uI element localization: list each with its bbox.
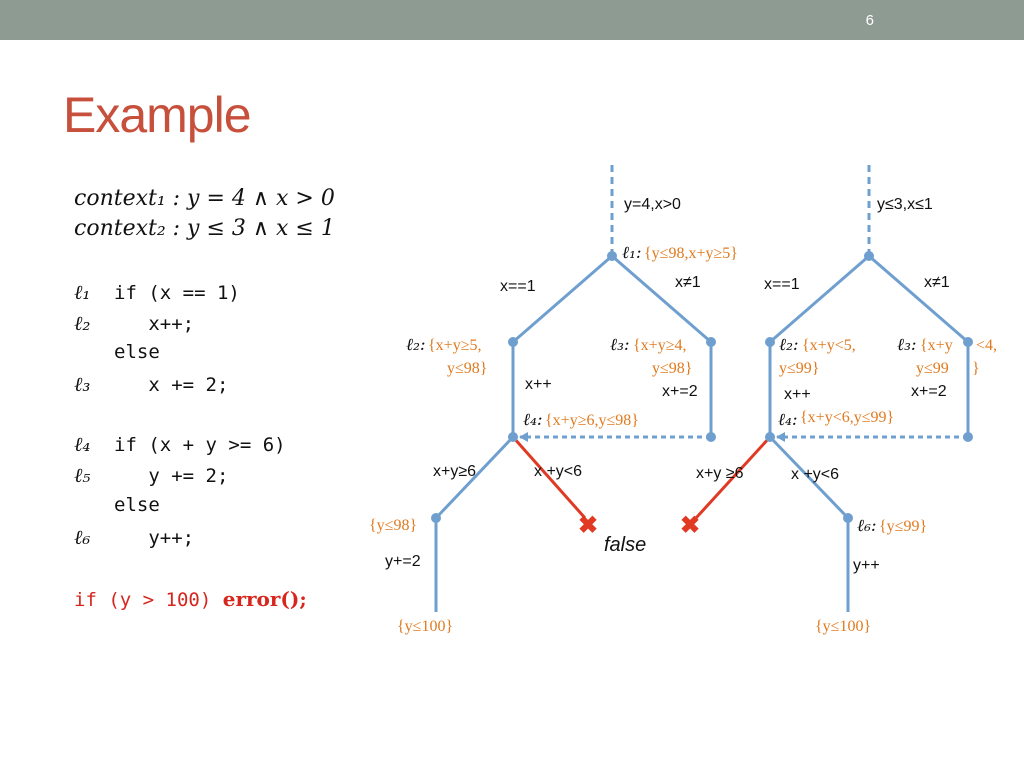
node-l3-end-right bbox=[963, 432, 973, 442]
code-line: ℓ₅ y += 2; bbox=[74, 463, 228, 489]
error-call: error(); bbox=[222, 587, 307, 611]
l2-constraint-left-1: {x+y≥5, bbox=[428, 337, 481, 354]
l4-constraint-left: {x+y≥6,y≤98} bbox=[545, 412, 639, 429]
l3-constraint-left-2: y≤98} bbox=[652, 360, 692, 377]
entry-label-right: y≤3,x≤1 bbox=[877, 196, 933, 213]
node-ge-left bbox=[431, 513, 441, 523]
l3-constraint-right-tail: <4, bbox=[976, 337, 997, 354]
l2-name-right: ℓ₂: bbox=[779, 335, 799, 355]
node-l3-left bbox=[706, 337, 716, 347]
edge-eq-right: x==1 bbox=[764, 276, 800, 293]
inc-label-right: x++ bbox=[784, 386, 811, 403]
l3-constraint-right-2: y≤99 bbox=[916, 360, 949, 377]
line-label: ℓ₁ bbox=[74, 280, 91, 304]
node-l2-left bbox=[508, 337, 518, 347]
branch-lt-right: x +y<6 bbox=[791, 466, 839, 483]
line-label: ℓ₆ bbox=[74, 525, 91, 549]
code-text: x++; bbox=[114, 313, 195, 335]
node-l4-right bbox=[765, 432, 775, 442]
code-line: ℓ₂ x++; bbox=[74, 311, 194, 337]
edge-l1-l2-right bbox=[769, 254, 870, 344]
node-l4-left bbox=[508, 432, 518, 442]
branch-lt-left: x +y<6 bbox=[534, 463, 582, 480]
l4-name-left: ℓ₄: bbox=[523, 410, 543, 430]
edge-eq-left: x==1 bbox=[500, 278, 536, 295]
code-text: else bbox=[114, 341, 160, 363]
false-label: false bbox=[604, 534, 646, 556]
l3-constraint-right-close: } bbox=[972, 360, 980, 377]
edge-l4-lt-right bbox=[768, 435, 850, 520]
code-text: y += 2; bbox=[114, 465, 229, 487]
code-text: if (x + y >= 6) bbox=[114, 434, 286, 456]
l3-constraint-right-1: {x+y bbox=[920, 337, 953, 354]
l1-name: ℓ₁: bbox=[622, 243, 642, 263]
l2-name-left: ℓ₂: bbox=[406, 335, 426, 355]
l2-constraint-left-2: y≤98} bbox=[447, 360, 487, 377]
code-text: else bbox=[114, 494, 160, 516]
final-constraint-right: {y≤100} bbox=[815, 618, 871, 635]
l6-name-right: ℓ₆: bbox=[857, 516, 877, 536]
code-line: ℓ₄ if (x + y >= 6) bbox=[74, 432, 286, 458]
slide-title: Example bbox=[63, 87, 252, 143]
node-constraint-left: {y≤98} bbox=[369, 517, 417, 534]
code-line: ℓ₆ y++; bbox=[74, 525, 194, 551]
branch-ge-left: x+y≥6 bbox=[433, 463, 476, 480]
code-line: ℓ₃ x += 2; bbox=[74, 372, 228, 398]
final-constraint-left: {y≤100} bbox=[397, 618, 453, 635]
context-2: context₂ : y ≤ 3 ∧ x ≤ 1 bbox=[74, 216, 335, 241]
line-label: ℓ₄ bbox=[74, 432, 91, 456]
update-label-right: y++ bbox=[853, 557, 880, 574]
infeasible-x-icon: ✖ bbox=[680, 512, 700, 539]
node-l6-right bbox=[843, 513, 853, 523]
node-l2-right bbox=[765, 337, 775, 347]
l3-constraint-left-1: {x+y≥4, bbox=[633, 337, 686, 354]
top-bar: 6 bbox=[0, 0, 1024, 40]
l6-constraint-right: {y≤99} bbox=[879, 518, 927, 535]
page-number: 6 bbox=[865, 12, 874, 29]
l4-constraint-right: {x+y<6,y≤99} bbox=[800, 409, 894, 426]
l4-name-right: ℓ₄: bbox=[778, 410, 798, 430]
code-line: else bbox=[74, 494, 160, 520]
infeasible-x-icon: ✖ bbox=[578, 512, 598, 539]
l3-name-right: ℓ₃: bbox=[897, 335, 917, 355]
code-text: if (x == 1) bbox=[114, 282, 240, 304]
line-label: ℓ₂ bbox=[74, 311, 91, 335]
node-l1-right bbox=[864, 251, 874, 261]
update-label-left: y+=2 bbox=[385, 553, 421, 570]
inc-label-left: x++ bbox=[525, 376, 552, 393]
l2-constraint-right-1: {x+y<5, bbox=[802, 337, 856, 354]
node-l1-left bbox=[607, 251, 617, 261]
edge-l4-ge-left bbox=[434, 435, 515, 520]
edge-l4-lt-left bbox=[511, 436, 587, 519]
code-line: else bbox=[74, 341, 160, 367]
add2-label-right: x+=2 bbox=[911, 383, 947, 400]
l2-constraint-right-2: y≤99} bbox=[779, 360, 819, 377]
l3-name-left: ℓ₃: bbox=[610, 335, 630, 355]
edge-l4-ge-right bbox=[694, 435, 772, 520]
error-condition: if (y > 100) bbox=[74, 589, 223, 611]
code-text: y++; bbox=[114, 527, 195, 549]
error-line: if (y > 100) error(); bbox=[74, 587, 307, 613]
l1-constraint: {y≤98,x+y≥5} bbox=[644, 245, 738, 262]
context-1: context₁ : y = 4 ∧ x > 0 bbox=[74, 186, 335, 211]
edge-neq-right: x≠1 bbox=[924, 274, 950, 291]
edge-l1-l3-right bbox=[868, 254, 969, 344]
edge-neq-left: x≠1 bbox=[675, 274, 701, 291]
branch-ge-right: x+y ≥6 bbox=[696, 465, 744, 482]
line-label: ℓ₅ bbox=[74, 463, 91, 487]
edge-l1-l3-left bbox=[611, 254, 712, 344]
node-l3-end-left bbox=[706, 432, 716, 442]
entry-label-left: y=4,x>0 bbox=[624, 196, 681, 213]
line-label: ℓ₃ bbox=[74, 372, 91, 396]
node-l3-right bbox=[963, 337, 973, 347]
code-text: x += 2; bbox=[114, 374, 229, 396]
add2-label-left: x+=2 bbox=[662, 383, 698, 400]
edge-l1-l2-left bbox=[512, 254, 613, 344]
code-line: ℓ₁ if (x == 1) bbox=[74, 280, 240, 306]
